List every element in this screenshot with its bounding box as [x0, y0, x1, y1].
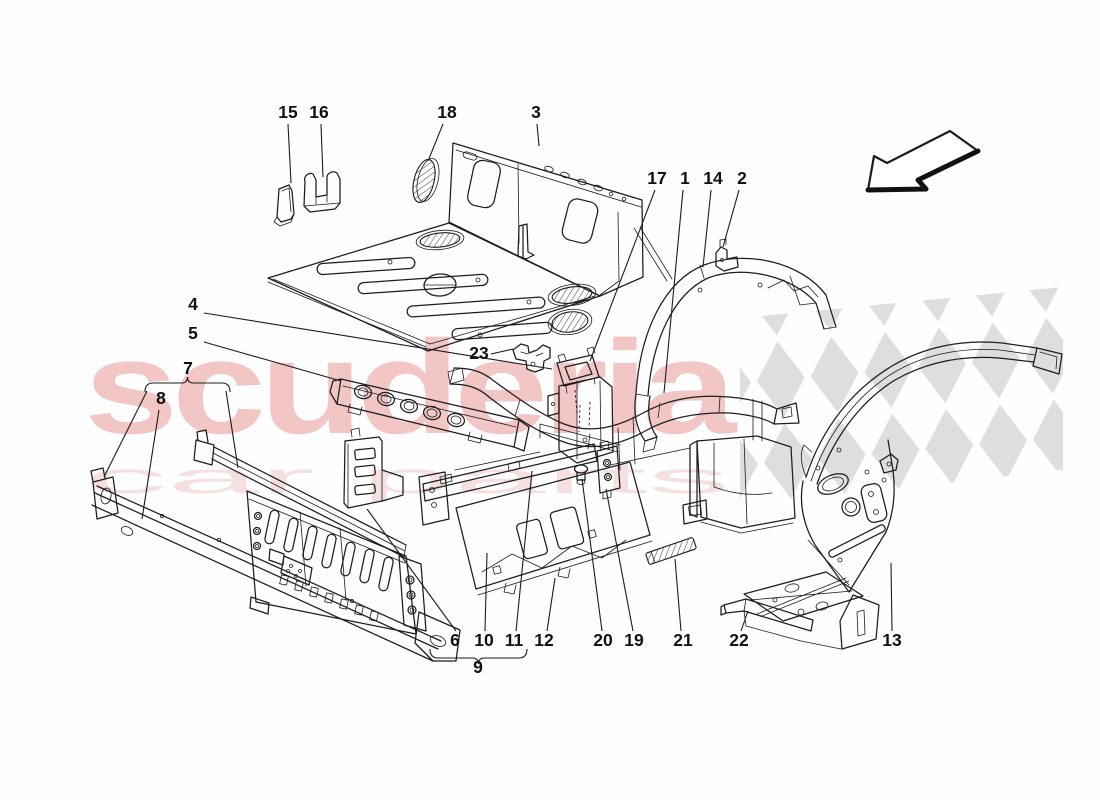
grommet-part20 [573, 464, 589, 485]
bracket-part22 [720, 571, 880, 650]
watermark-subtitle: car parts [84, 454, 730, 503]
firewall-panel-part3 [448, 142, 644, 297]
part-label-20: 20 [593, 630, 613, 650]
part-label-22: 22 [729, 630, 749, 650]
part-label-6: 6 [450, 630, 460, 650]
leader-line-7 [103, 390, 148, 478]
oval-pad-part18 [412, 158, 440, 204]
floor-pan [267, 222, 601, 352]
part-label-12: 12 [534, 630, 554, 650]
part-label-1: 1 [680, 168, 690, 188]
direction-arrow-icon [865, 129, 981, 193]
part-label-10: 10 [474, 630, 494, 650]
bracket-part6 [343, 427, 404, 509]
leader-line-13 [890, 562, 893, 632]
part-label-7: 7 [183, 358, 193, 378]
part-label-2: 2 [737, 168, 747, 188]
leader-line-18 [427, 123, 444, 162]
leader-line-14 [702, 189, 712, 268]
sill-assembly [418, 416, 691, 596]
wheel-arch-part1 [633, 226, 837, 453]
bracket-part2 [715, 238, 739, 272]
perforated-rail-part5 [329, 378, 530, 452]
curved-rail-part4 [449, 367, 800, 450]
part-label-19: 19 [624, 630, 644, 650]
labels-layer: 15 16 18 3 17 1 14 2 4 5 23 78 6 10 11 12 9 20 19 21 22 13 [103, 102, 902, 677]
leader-line-11 [515, 470, 533, 632]
part-label-4: 4 [188, 294, 198, 314]
leader-line-16 [320, 123, 324, 178]
part-label-21: 21 [673, 630, 693, 650]
clip-part16 [303, 171, 341, 213]
part-label-3: 3 [531, 102, 541, 122]
part-label-8: 8 [156, 388, 166, 408]
pillar-panel-part13 [800, 341, 1063, 593]
part-label-9: 9 [473, 657, 483, 677]
radiator-support-panel [246, 490, 427, 635]
leader-line-17 [589, 189, 656, 362]
leader-line-20 [581, 478, 603, 632]
leader-line-2 [722, 189, 740, 248]
part-label-14: 14 [703, 168, 723, 188]
leader-line-22 [740, 610, 749, 632]
part-label-15: 15 [278, 102, 298, 122]
leader-line-6 [366, 508, 457, 632]
leader-line-21 [674, 558, 682, 632]
leader-line-1 [663, 189, 684, 394]
line-art-layer [90, 129, 1063, 662]
plate-part19 [596, 440, 621, 500]
leader-line-23 [490, 348, 514, 355]
clip-part15 [273, 184, 295, 227]
brace-7 [144, 376, 231, 393]
part-label-16: 16 [309, 102, 329, 122]
leader-line-12 [546, 577, 556, 632]
leader-line-8 [141, 409, 160, 520]
leader-line-15 [287, 123, 292, 184]
center-tower [447, 367, 614, 464]
leader-line-19 [605, 488, 634, 632]
checkered-flag-watermark [740, 287, 1063, 505]
leader-line-3 [536, 123, 540, 147]
part-label-23: 23 [469, 343, 489, 363]
sill-strip-part21 [645, 537, 697, 565]
leader-line-4 [203, 312, 553, 370]
leader-line-10 [484, 552, 488, 632]
leader-line-5 [203, 341, 342, 382]
footwell-panel [682, 435, 796, 534]
part-label-13: 13 [882, 630, 902, 650]
brace-9 [429, 648, 528, 665]
leader-line-7 [225, 390, 239, 469]
part-label-11: 11 [505, 630, 524, 650]
part-label-17: 17 [647, 168, 666, 188]
part-label-5: 5 [188, 323, 198, 343]
part-label-18: 18 [437, 102, 457, 122]
